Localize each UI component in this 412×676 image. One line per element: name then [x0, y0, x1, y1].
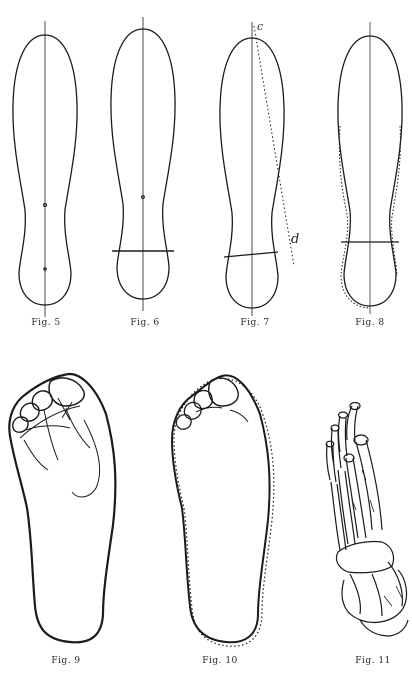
- caption-fig-10: Fig. 10: [202, 656, 238, 666]
- tarsal-bones: [336, 541, 402, 616]
- toe-4-outline: [13, 417, 28, 432]
- figure-11-foot-skeleton: [326, 403, 408, 637]
- phalanx-2: [339, 416, 348, 456]
- inner-curve-line: [196, 407, 248, 422]
- figure-5-last-outline: [13, 21, 77, 317]
- joint-1: [354, 435, 368, 445]
- joint-2: [344, 454, 354, 462]
- tendon-lines: [20, 398, 100, 497]
- figure-6-last-outline: [111, 17, 175, 311]
- heel-cross-line: [224, 252, 278, 257]
- foot-outline: [9, 374, 115, 642]
- toe-1-outline: [209, 378, 239, 406]
- figure-7-last-outline: [220, 22, 294, 316]
- toe-tip-3: [331, 425, 339, 431]
- caption-fig-7: Fig. 7: [240, 318, 269, 328]
- point-label-c: c: [257, 20, 263, 33]
- toe-2-outline: [194, 391, 212, 409]
- toe-tip-4: [326, 441, 334, 447]
- toe-2-outline: [32, 391, 52, 410]
- toe-tip-2: [339, 412, 348, 418]
- figure-9-foot-sole: [9, 374, 115, 642]
- figure-8-last-outline: [338, 22, 402, 314]
- figure-10-foot-with-last: [172, 375, 274, 646]
- caption-fig-5: Fig. 5: [31, 318, 60, 328]
- dotted-diagonal-line: [254, 26, 294, 266]
- metatarsal-1: [356, 440, 382, 530]
- toe-3-outline: [20, 403, 39, 421]
- toe-4-outline: [176, 415, 191, 429]
- caption-fig-8: Fig. 8: [355, 318, 384, 328]
- caption-fig-11: Fig. 11: [355, 656, 391, 666]
- toe-1-outline: [49, 378, 84, 406]
- caption-fig-6: Fig. 6: [130, 318, 159, 328]
- caption-fig-9: Fig. 9: [51, 656, 80, 666]
- point-label-d: d: [291, 232, 299, 247]
